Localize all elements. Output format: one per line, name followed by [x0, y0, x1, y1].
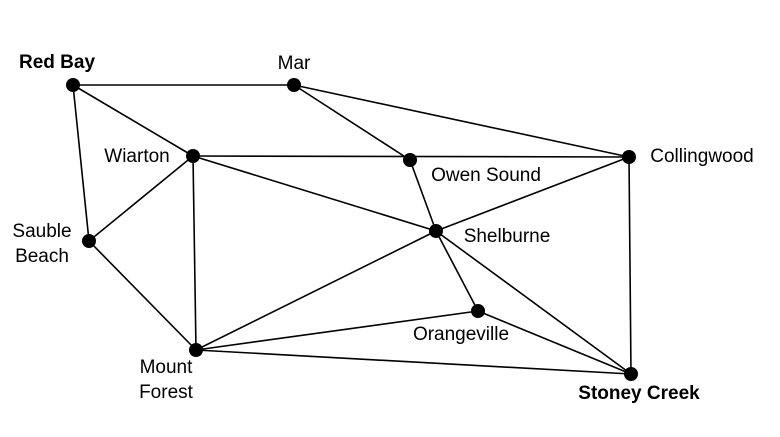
node-red-bay [66, 78, 80, 92]
label-line: Orangeville [413, 324, 509, 345]
label-stoney-creek: Stoney Creek [578, 383, 700, 404]
label-line: Wiarton [104, 146, 169, 167]
label-orangeville: Orangeville [413, 324, 509, 345]
edge-sauble-beach-to-mount-forest [88, 240, 197, 351]
edge-mar-to-collingwood [293, 84, 630, 158]
node-orangeville [471, 304, 485, 318]
label-shelburne: Shelburne [464, 226, 551, 247]
label-line: Shelburne [464, 226, 551, 247]
edge-shelburne-to-stoney-creek [435, 230, 632, 375]
node-sauble-beach [82, 234, 96, 248]
edge-wiarton-to-mount-forest [192, 155, 197, 351]
edge-mount-forest-to-stoney-creek [195, 349, 632, 375]
edge-owen-sound-to-shelburne [409, 159, 437, 232]
node-collingwood [622, 150, 636, 164]
edge-shelburne-to-orangeville [435, 230, 479, 312]
edge-red-bay-to-sauble-beach [72, 84, 90, 242]
label-line: Forest [139, 382, 194, 403]
label-line: Collingwood [650, 146, 754, 167]
edge-wiarton-to-shelburne [192, 155, 437, 232]
edge-collingwood-to-shelburne [435, 156, 630, 232]
label-collingwood: Collingwood [650, 146, 754, 167]
node-mount-forest [189, 343, 203, 357]
node-stoney-creek [624, 367, 638, 381]
label-red-bay: Red Bay [19, 52, 95, 73]
node-wiarton [186, 149, 200, 163]
label-line: Sauble [12, 221, 71, 242]
label-line: Mount [140, 357, 194, 378]
nodes-layer [66, 78, 638, 381]
edge-orangeville-to-stoney-creek [477, 310, 632, 375]
label-line: Mar [278, 53, 311, 74]
edge-shelburne-to-mount-forest [195, 230, 437, 351]
label-line: Stoney Creek [578, 383, 700, 404]
label-line: Owen Sound [431, 165, 541, 186]
edge-wiarton-to-sauble-beach [88, 155, 194, 242]
label-wiarton: Wiarton [104, 146, 169, 167]
label-line: Beach [15, 246, 69, 267]
node-owen-sound [403, 153, 417, 167]
label-owen-sound: Owen Sound [431, 165, 541, 186]
node-shelburne [429, 224, 443, 238]
edge-collingwood-to-stoney-creek [628, 156, 632, 375]
label-mar: Mar [278, 53, 311, 74]
edge-red-bay-to-wiarton [72, 84, 194, 157]
node-mar [287, 78, 301, 92]
label-line: Red Bay [19, 52, 95, 73]
edge-orangeville-to-mount-forest [195, 310, 479, 351]
edge-mar-to-owen-sound [293, 84, 411, 161]
